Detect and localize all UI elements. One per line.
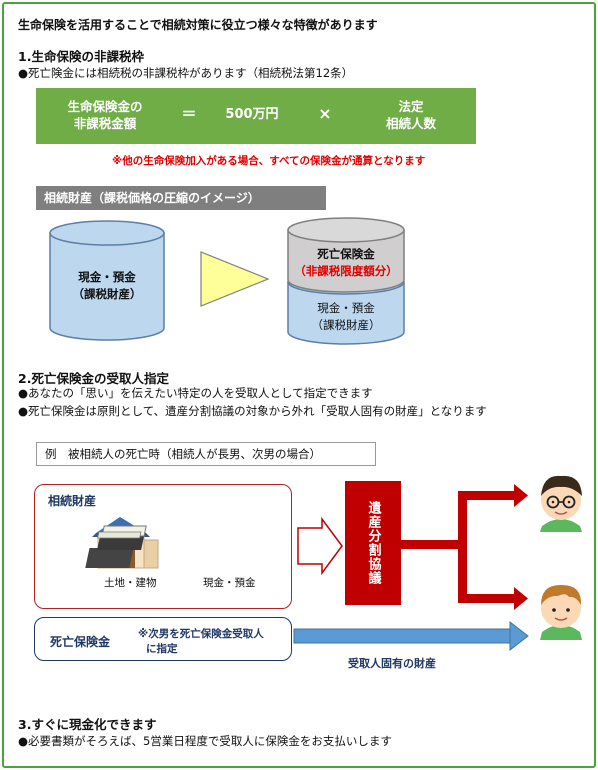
compression-arrow-icon (200, 251, 270, 307)
left-cylinder-line1: 現金・預金 (78, 270, 136, 284)
section1-heading: 1.生命保険の非課税枠 (18, 49, 144, 64)
formula-right-line1: 法定 (398, 99, 424, 114)
section2-bullet1: ●あなたの「思い」を伝えたい特定の人を受取人として指定できます (18, 386, 373, 400)
death-note-line1: ※次男を死亡保険金受取人 (138, 628, 264, 640)
inherited-assets-box (34, 484, 292, 609)
left-cylinder-line2: （課税財産） (72, 287, 142, 301)
formula-left-line1: 生命保険金の (67, 99, 143, 114)
aggregation-note: ※他の生命保険加入がある場合、すべての保険金が通算となります (112, 155, 426, 167)
example-caption: 例 被相続人の死亡時（相続人が長男、次男の場合） (36, 442, 376, 466)
death-benefit-box (34, 617, 292, 661)
formula-amount: 500万円 (225, 107, 279, 122)
land-building-label: 土地・建物 (104, 577, 157, 589)
insurance-cylinder (287, 217, 405, 293)
right-cylinder-line2: （課税財産） (311, 318, 381, 332)
death-note-line2: に指定 (146, 643, 178, 655)
formula-times: × (318, 104, 332, 123)
section2-heading: 2.死亡保険金の受取人指定 (18, 371, 169, 386)
death-box-title: 死亡保険金 (50, 635, 111, 649)
section3-heading: 3.すぐに現金化できます (18, 717, 157, 732)
cash-deposit-label: 現金・預金 (203, 577, 256, 589)
person-icon (540, 584, 582, 640)
formula-right-line2: 相続人数 (385, 116, 436, 131)
insurance-label-line2: （非課税限度額分） (294, 264, 398, 278)
tax-free-formula: 生命保険金の 非課税金額 ＝ 500万円 × 法定 相続人数 (36, 88, 476, 144)
insurance-label-line1: 死亡保険金 (317, 247, 375, 261)
section2-bullet2: ●死亡保険金は原則として、遺産分割協議の対象から外れ「受取人固有の財産」となりま… (18, 404, 487, 418)
section3-bullet: ●必要書類がそろえば、5営業日程度で受取人に保険金をお支払いします (18, 734, 392, 748)
own-property-label: 受取人固有の財産 (348, 657, 436, 670)
estate-division-panel: 遺産分割協議 (345, 481, 401, 605)
division-branch-arrows (401, 484, 528, 610)
taxable-assets-cylinder (49, 220, 165, 341)
section1-bullet: ●死亡険金には相続税の非課税枠があります（相続税法第12条） (18, 66, 354, 80)
right-cylinder-line1: 現金・預金 (317, 301, 375, 315)
formula-equals: ＝ (181, 105, 197, 123)
person-glasses-icon (540, 475, 582, 532)
asset-to-division-arrow-icon (297, 516, 343, 576)
cash-stack-icon (85, 525, 147, 568)
asset-box-title: 相続財産 (48, 494, 97, 508)
intro-text: 生命保険を活用することで相続対策に役立つ様々な特徴があります (18, 18, 378, 32)
compression-banner: 相続財産（課税価格の圧縮のイメージ） (36, 186, 326, 210)
own-property-arrow-icon (293, 620, 529, 652)
formula-left-line2: 非課税金額 (73, 116, 137, 131)
